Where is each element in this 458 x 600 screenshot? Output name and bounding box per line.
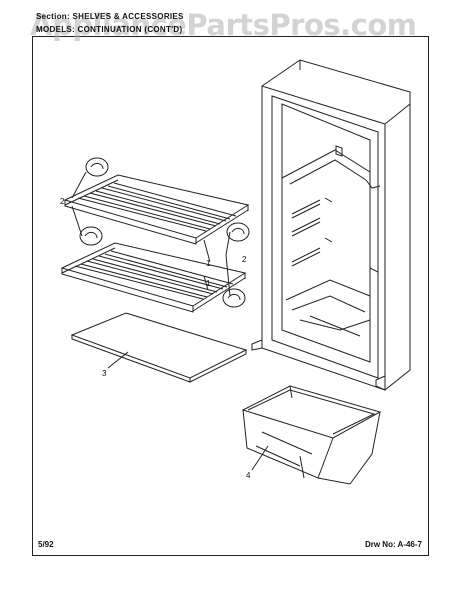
callout-2-right: 2 xyxy=(242,255,247,264)
drawing-number: Drw No: A-46-7 xyxy=(364,540,422,549)
section-title: Section: SHELVES & ACCESSORIES xyxy=(36,12,184,21)
upper-shelf xyxy=(63,174,250,245)
callout-1-upper: 1 xyxy=(206,259,211,268)
callout-2-left: 2 xyxy=(60,197,65,206)
drawing-date: 5/92 xyxy=(38,540,54,549)
crisper-cover xyxy=(70,312,248,383)
lower-shelf xyxy=(60,242,247,313)
shelf-clip-lower-left xyxy=(79,226,103,246)
callout-1-lower: 1 xyxy=(206,279,211,288)
shelf-clip-lower-right xyxy=(222,288,246,308)
callout-3: 3 xyxy=(102,369,107,378)
watermark-text: AppliancePartsPros.com xyxy=(30,8,417,42)
refrigerator-cabinet xyxy=(251,59,411,391)
shelf-clip-upper-right xyxy=(226,222,250,242)
model-line: MODELS: CONTINUATION (CONT'D) xyxy=(36,25,183,34)
callout-leaders xyxy=(71,171,269,471)
callout-4: 4 xyxy=(246,471,251,480)
drawing-frame xyxy=(32,36,429,556)
shelf-clip-upper-left xyxy=(85,157,109,177)
crisper-pan xyxy=(241,385,382,485)
